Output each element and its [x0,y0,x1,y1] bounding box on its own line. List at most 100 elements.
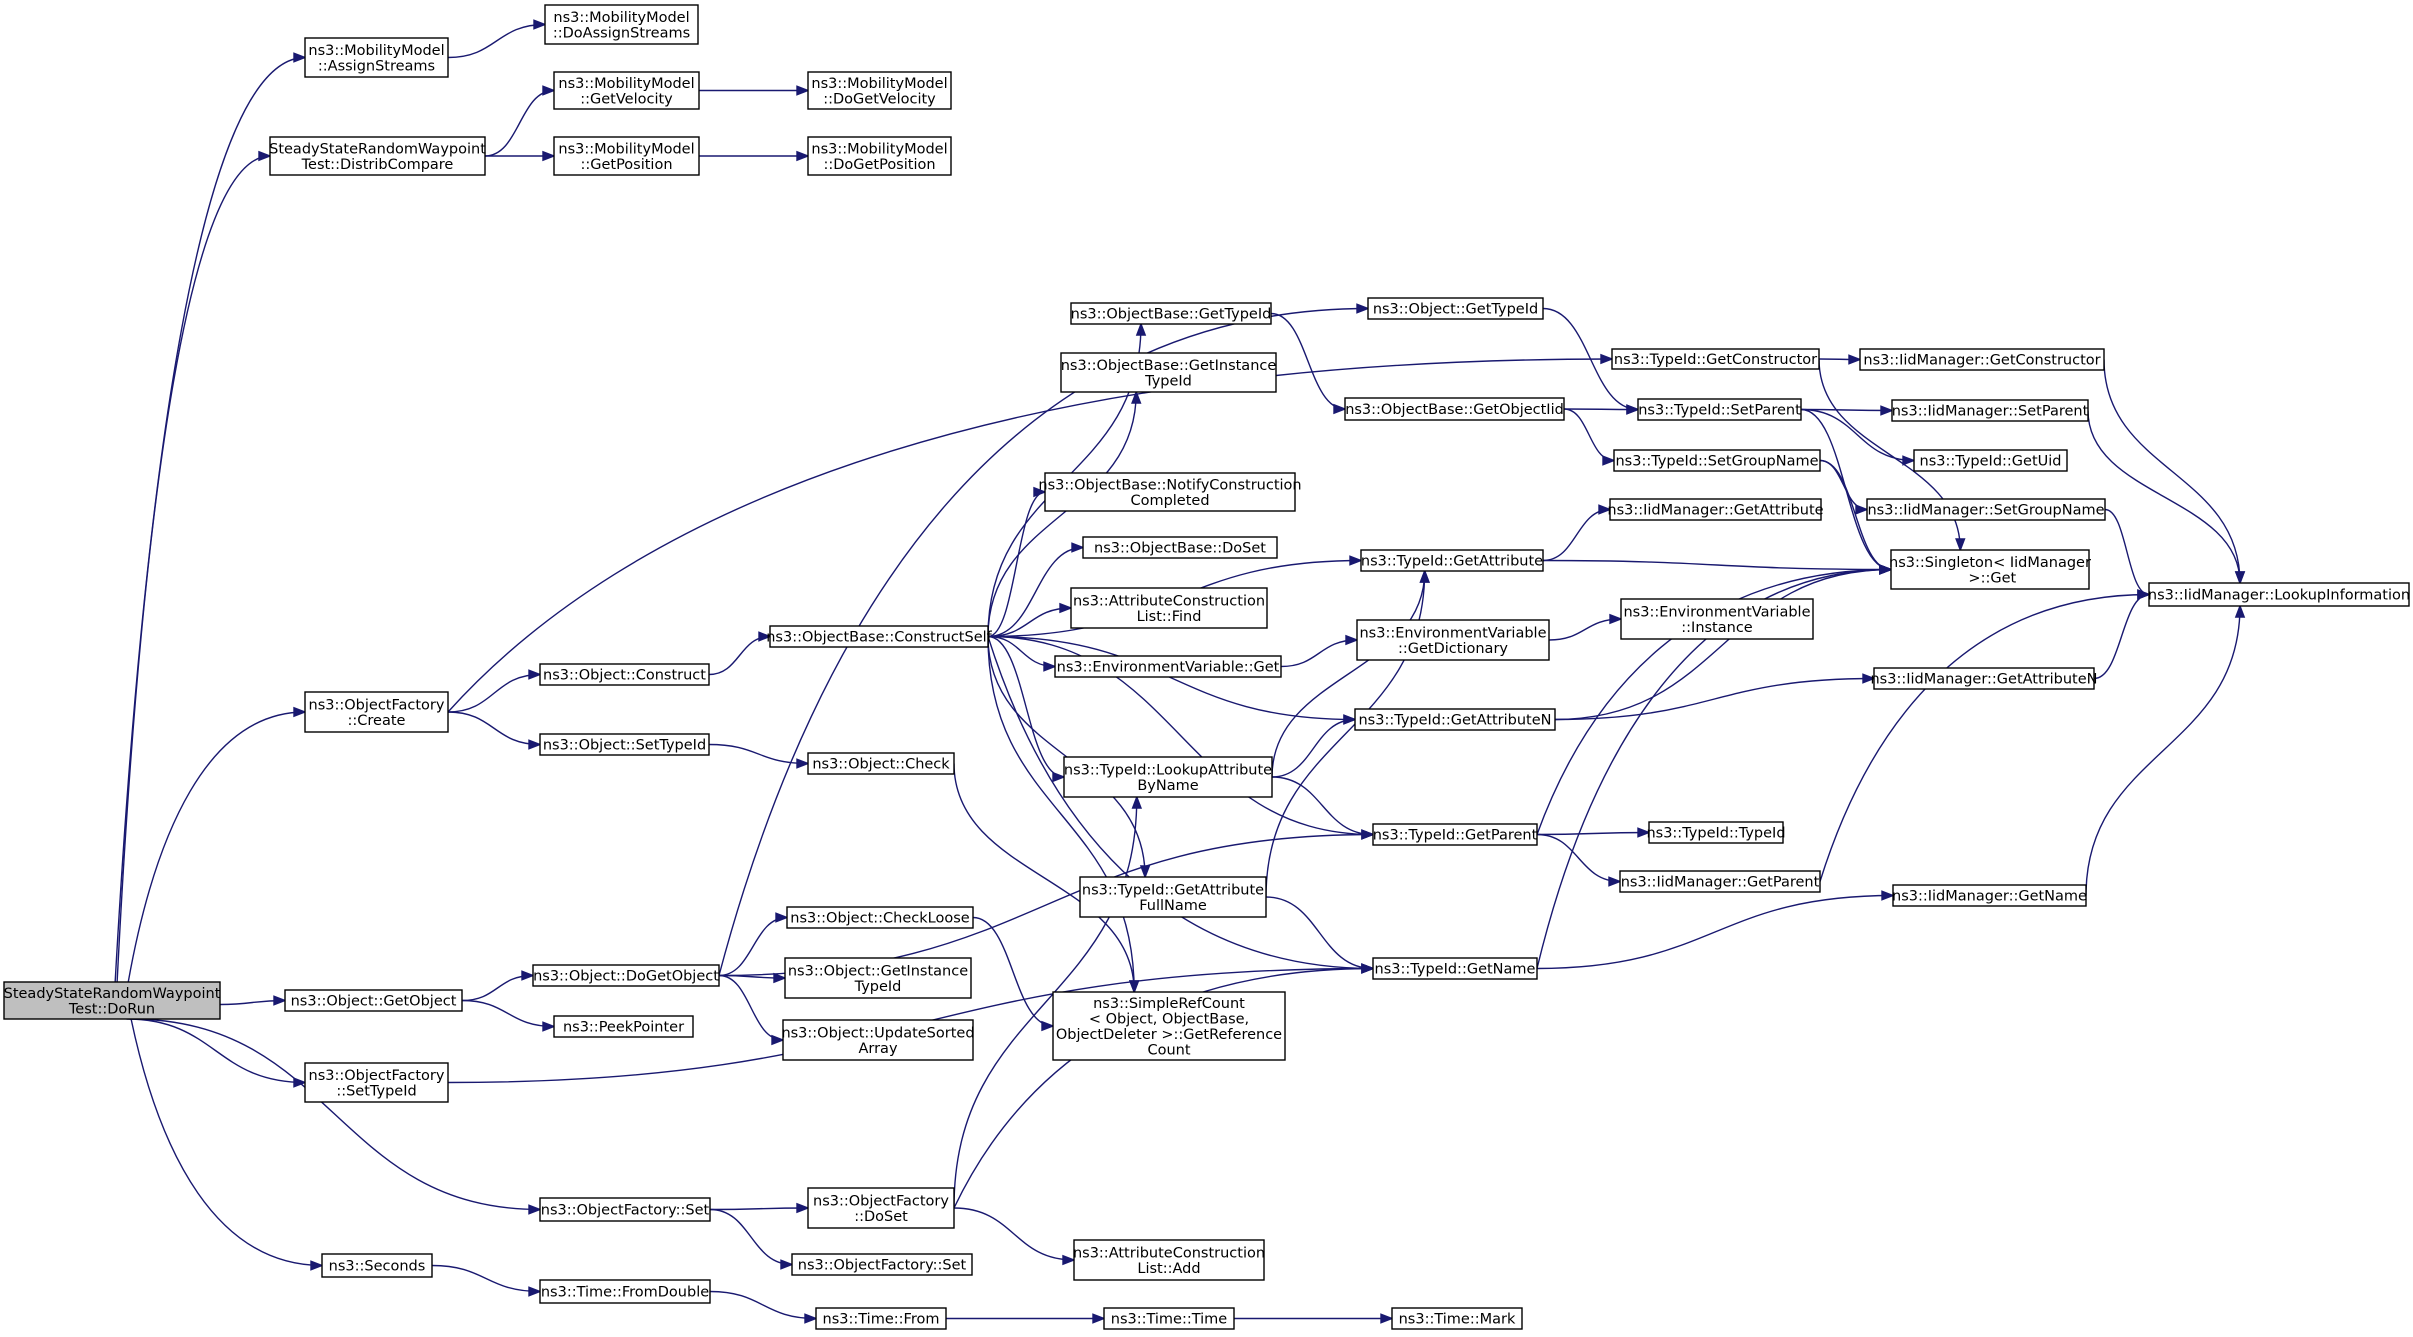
node-iid-getname[interactable]: ns3::IidManager::GetName [1892,884,2087,907]
node-ob-gettypeid[interactable]: ns3::ObjectBase::GetTypeId [1070,302,1272,325]
node-obj-construct[interactable]: ns3::Object::Construct [539,663,710,686]
node-box [769,625,989,648]
node-label: FullName [1139,898,1207,914]
node-tid-getparent[interactable]: ns3::TypeId::GetParent [1372,823,1538,846]
edge-arrowhead [528,669,542,680]
node-tid-getattr[interactable]: ns3::TypeId::GetAttribute [1360,549,1544,572]
node-label: ns3::ObjectBase::GetInstance [1061,358,1277,374]
edge-line [709,1208,793,1266]
edge-line [1270,312,1346,410]
node-srcount[interactable]: ns3::SimpleRefCount< Object, ObjectBase,… [1052,991,1286,1061]
node-of-set[interactable]: ns3::ObjectFactory::Set [539,1197,711,1222]
node-seconds[interactable]: ns3::Seconds [321,1253,433,1278]
node-iid-setgroup[interactable]: ns3::IidManager::SetGroupName [1866,498,2106,521]
node-tid-getattrn[interactable]: ns3::TypeId::GetAttributeN [1354,708,1556,731]
node-box [321,1253,433,1278]
node-obj-checkloose[interactable]: ns3::Object::CheckLoose [786,906,974,929]
node-iid-getattrn[interactable]: ns3::IidManager::GetAttributeN [1870,667,2098,690]
node-label: ns3::Singleton< IidManager [1889,555,2091,571]
node-of-settypeid[interactable]: ns3::ObjectFactory::SetTypeId [304,1062,449,1103]
node-env-instance[interactable]: ns3::EnvironmentVariable::Instance [1620,598,1814,640]
node-obj-settypeid[interactable]: ns3::Object::SetTypeId [539,733,710,756]
node-iid-getattr[interactable]: ns3::IidManager::GetAttribute [1607,498,1824,521]
node-iid-getparent[interactable]: ns3::IidManager::GetParent [1619,870,1821,893]
edge-arrowhead [542,150,556,162]
node-of-set2[interactable]: ns3::ObjectFactory::Set [791,1253,973,1276]
node-of-create[interactable]: ns3::ObjectFactory::Create [304,691,449,733]
node-mm-dogetpos[interactable]: ns3::MobilityModel::DoGetPosition [807,136,952,176]
node-time-from[interactable]: ns3::Time::From [815,1307,947,1330]
edge-ob_constructself-to-ob_getinstance [987,390,1142,637]
node-tid-getctor[interactable]: ns3::TypeId::GetConstructor [1611,348,1820,370]
edge-arrowhead [1343,714,1357,725]
node-ob-constructself[interactable]: ns3::ObjectBase::ConstructSelf [766,625,993,648]
nodes-layer: SteadyStateRandomWaypointTest::DoRunns3:… [3,4,2410,1330]
node-label: ns3::IidManager::GetName [1892,889,2087,905]
node-env-getdict[interactable]: ns3::EnvironmentVariable::GetDictionary [1356,619,1550,661]
node-singleton[interactable]: ns3::Singleton< IidManager >::Get [1889,549,2091,590]
node-tid-getuid[interactable]: ns3::TypeId::GetUid [1913,449,2068,472]
edge-iid_setparent-to-iid_lookup [2087,410,2246,585]
node-obj-dogetobject[interactable]: ns3::Object::DoGetObject [532,964,720,987]
edge-arrowhead [1855,504,1869,515]
edge-obj_dogetobject-to-obj_updatesorted [718,974,785,1046]
node-ob-doset[interactable]: ns3::ObjectBase::DoSet [1082,536,1278,559]
edge-line [987,636,1374,970]
edge-arrowhead [1902,455,1916,466]
node-obj-gettypeid[interactable]: ns3::Object::GetTypeId [1367,297,1544,320]
node-tid-typeid[interactable]: ns3::TypeId::TypeId [1646,821,1786,844]
edge-line [718,833,1374,977]
edge-of_create-to-obj_settypeid [447,711,542,750]
node-box [782,1019,974,1061]
node-tid-setgroup[interactable]: ns3::TypeId::SetGroupName [1613,449,1821,472]
node-ob-getobjectiid[interactable]: ns3::ObjectBase::GetObjectIid [1344,397,1565,421]
node-label: ::DoGetVelocity [823,91,936,107]
node-iid-setparent[interactable]: ns3::IidManager::SetParent [1891,399,2089,422]
node-box [3,981,221,1020]
edge-tid_getname-to-iid_getname [1536,890,1895,970]
node-label: ns3::MobilityModel [553,10,689,26]
node-label: ns3::TypeId::GetUid [1920,454,2062,470]
node-iid-lookup[interactable]: ns3::IidManager::LookupInformation [2148,582,2410,607]
node-mm-doassign[interactable]: ns3::MobilityModel::DoAssignStreams [544,4,699,45]
node-time-fromdouble[interactable]: ns3::Time::FromDouble [539,1279,711,1304]
node-obj-getobject[interactable]: ns3::Object::GetObject [284,989,463,1012]
node-label: ns3::MobilityModel [811,76,947,92]
node-mm-assign[interactable]: ns3::MobilityModel::AssignStreams [304,37,449,78]
edge-arrowhead [293,706,307,718]
node-label: ns3::IidManager::SetGroupName [1867,503,2104,519]
node-env-get[interactable]: ns3::EnvironmentVariable::Get [1054,655,1282,678]
node-ob-notify[interactable]: ns3::ObjectBase::NotifyConstructionCompl… [1038,472,1302,512]
edge-root-to-of_set [129,1018,542,1215]
node-mm-getpos[interactable]: ns3::MobilityModel::GetPosition [553,136,700,176]
node-time-time[interactable]: ns3::Time::Time [1103,1307,1235,1330]
node-peekpointer[interactable]: ns3::PeekPointer [553,1015,694,1038]
node-iid-getctor[interactable]: ns3::IidManager::GetConstructor [1859,348,2105,371]
node-box [786,906,974,929]
node-label: ns3::ObjectBase::GetObjectIid [1345,402,1564,418]
node-label: List::Find [1137,609,1202,625]
node-distrib[interactable]: SteadyStateRandomWaypointTest::DistribCo… [269,136,486,176]
node-obj-check[interactable]: ns3::Object::Check [807,752,955,775]
node-mm-dogetvel[interactable]: ns3::MobilityModel::DoGetVelocity [807,71,952,110]
node-label: ns3::Object::GetObject [291,994,457,1010]
node-tid-getname[interactable]: ns3::TypeId::GetName [1372,957,1538,980]
edge-arrowhead [1361,963,1375,974]
node-label: ns3::IidManager::LookupInformation [2148,588,2410,604]
edge-arrowhead [1062,1254,1076,1266]
node-time-mark[interactable]: ns3::Time::Mark [1391,1307,1523,1330]
node-mm-getvel[interactable]: ns3::MobilityModel::GetVelocity [553,71,700,110]
node-tid-setparent[interactable]: ns3::TypeId::SetParent [1637,398,1802,421]
edge-root-to-seconds [130,1018,324,1271]
edge-root-to-mm_assign [114,52,307,983]
edge-ob_constructself-to-srcount [987,636,1140,994]
node-of-doset[interactable]: ns3::ObjectFactory::DoSet [807,1187,955,1229]
